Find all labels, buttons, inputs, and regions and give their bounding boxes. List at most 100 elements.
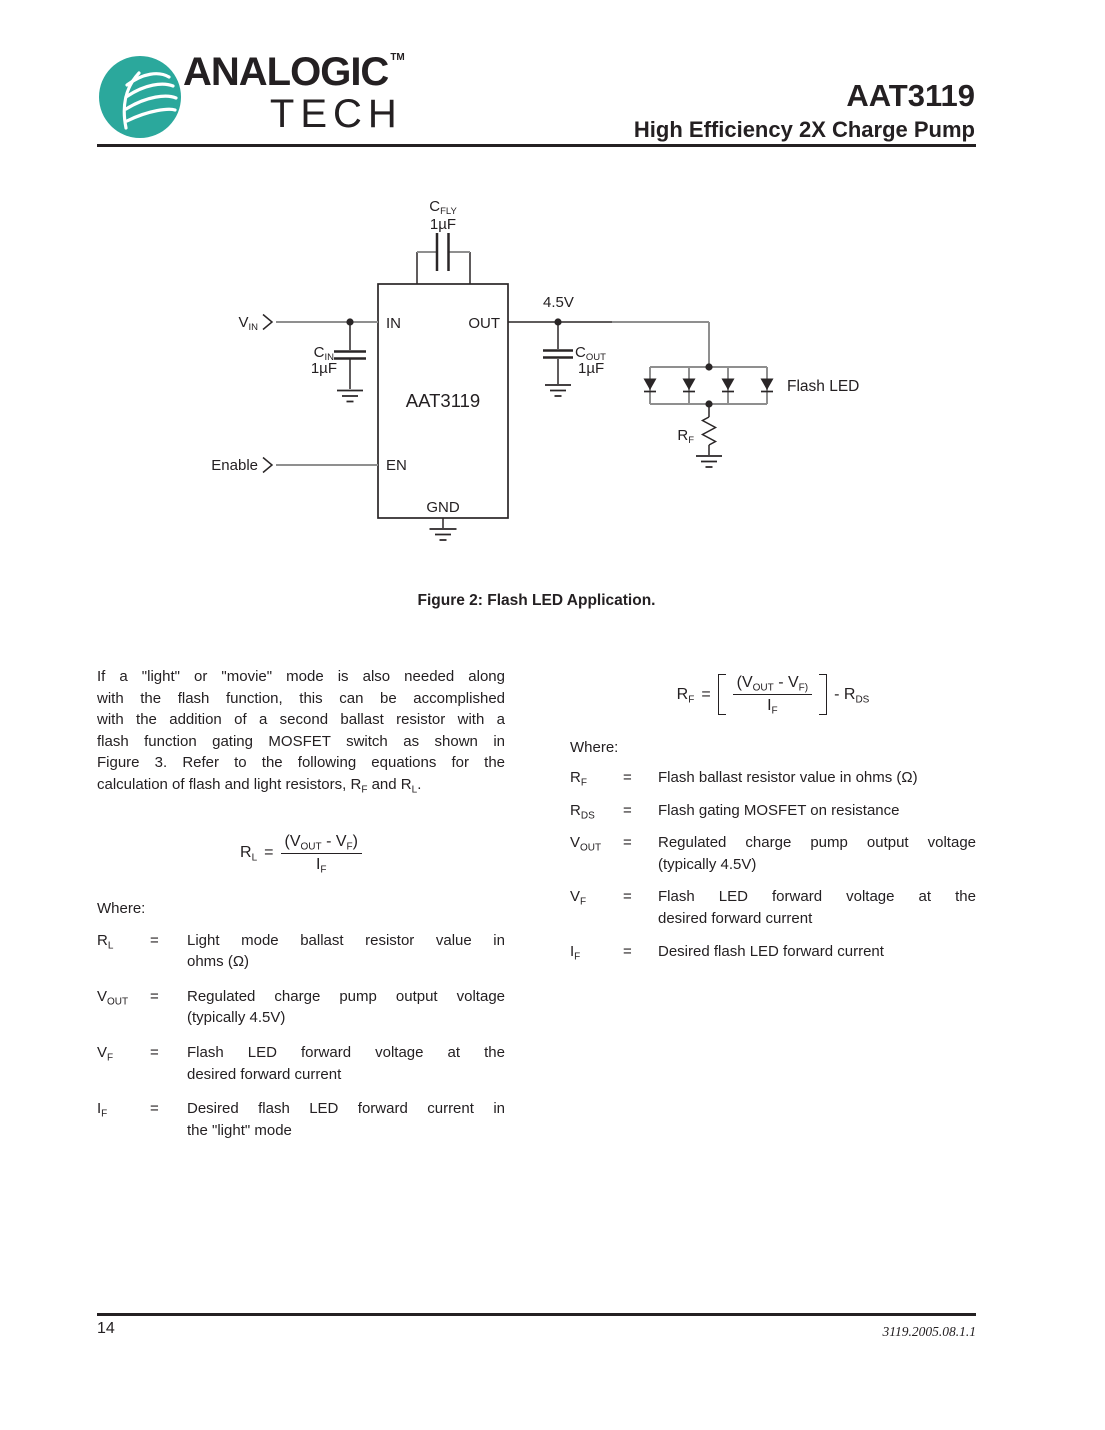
equals-sign: = xyxy=(623,942,632,960)
cfly-value: 1µF xyxy=(430,216,456,233)
definition-item: RDS = Flash gating MOSFET on resistance xyxy=(570,800,976,822)
equals-sign: = xyxy=(623,888,632,906)
ground-icon xyxy=(429,528,457,541)
part-number: AAT3119 xyxy=(846,78,975,113)
equation-lhs: RL xyxy=(240,844,258,864)
gnd-ground xyxy=(429,518,457,541)
right-column: RF = (VOUT - VF) IF - RDS Where: RF = Fl… xyxy=(570,666,976,962)
brand-tech: TECH xyxy=(269,92,403,136)
out-net xyxy=(508,318,710,367)
definition-term: IF xyxy=(97,1100,108,1120)
document-subtitle: High Efficiency 2X Charge Pump xyxy=(633,116,975,142)
where-label: Where: xyxy=(97,899,146,917)
brand-top-text: ANALOGIC xyxy=(183,50,389,94)
paragraph-line: calculation of flash and light resistors… xyxy=(97,775,422,796)
figure-caption: Figure 2: Flash LED Application. xyxy=(417,592,656,609)
cin-value: 1µF xyxy=(311,360,337,377)
cout-value: 1µF xyxy=(578,360,604,377)
pin-gnd-label: GND xyxy=(426,499,460,516)
led-diode-icon xyxy=(643,378,774,393)
ground-icon xyxy=(545,384,571,397)
footer-rule xyxy=(97,1313,976,1316)
definition-item: IF = Desired flash LED forward current i… xyxy=(97,1098,505,1141)
paragraph-line: with the addition of a second ballast re… xyxy=(97,711,505,729)
rf-equation: RF = (VOUT - VF) IF - RDS xyxy=(570,674,976,717)
header-rule xyxy=(97,144,976,147)
definition-desc: Flash ballast resistor value in ohms (Ω) xyxy=(658,769,918,786)
page-number: 14 xyxy=(97,1320,115,1337)
definition-term: VOUT xyxy=(97,987,129,1008)
definition-term: VF xyxy=(97,1043,114,1064)
analogictech-logo xyxy=(99,56,181,138)
paragraph-line: with the flash function, this can be acc… xyxy=(97,689,505,707)
pin-out-label: OUT xyxy=(468,315,500,332)
rf-resistor xyxy=(696,404,722,468)
definition-term: RDS xyxy=(570,801,595,822)
numerator: (VOUT - VF) xyxy=(732,674,813,695)
ic-label: AAT3119 xyxy=(406,390,480,411)
definition-desc: Regulated charge pump output voltage(typ… xyxy=(658,834,976,873)
cfly-capacitor xyxy=(416,233,471,284)
enable-label: Enable xyxy=(211,457,258,474)
equals-sign: = xyxy=(623,801,632,819)
vin-chevron-icon xyxy=(262,313,274,331)
right-bracket xyxy=(819,674,828,715)
paragraph-line: flash function gating MOSFET switch as s… xyxy=(97,732,505,750)
numerator: (VOUT - VF) xyxy=(280,833,362,854)
cin-label: CIN xyxy=(314,344,334,363)
cout-capacitor xyxy=(543,322,573,397)
cin-capacitor xyxy=(334,322,366,403)
fraction: (VOUT - VF) IF xyxy=(732,674,813,717)
definition-item: VOUT = Regulated charge pump output volt… xyxy=(97,986,505,1029)
definition-term: VF xyxy=(570,888,587,908)
cout-label: COUT xyxy=(575,344,606,363)
resistor-zigzag-icon xyxy=(700,416,718,446)
pin-in-label: IN xyxy=(386,315,401,332)
rail-voltage-label: 4.5V xyxy=(543,294,574,311)
definition-term: RL xyxy=(97,931,114,952)
logo-circle xyxy=(99,56,181,138)
ground-icon xyxy=(337,389,363,403)
trademark-symbol: TM xyxy=(390,52,405,63)
definition-desc: Regulated charge pump output voltage(typ… xyxy=(187,987,505,1027)
circuit-diagram: CFLY 1µF IN OUT EN GND AAT3119 VIN CIN 1… xyxy=(211,198,859,541)
definition-term: RF xyxy=(570,769,587,789)
definition-term: IF xyxy=(570,942,581,963)
equation-tail: - RDS xyxy=(834,685,870,705)
left-column: If a "light" or "movie" mode is also nee… xyxy=(97,666,505,1141)
definition-item: IF = Desired flash LED forward current xyxy=(570,941,976,963)
equals-sign: = xyxy=(150,1100,159,1118)
enable-chevron-icon xyxy=(262,456,274,474)
flash-led-array xyxy=(643,363,774,408)
definition-item: RL = Light mode ballast resistor value i… xyxy=(97,930,505,973)
where-label: Where: xyxy=(570,739,619,756)
equals-sign: = xyxy=(150,931,159,949)
equals-sign: = xyxy=(150,1043,159,1061)
fraction: (VOUT - VF) IF xyxy=(280,833,362,876)
equals-sign: = xyxy=(264,844,274,862)
equals-sign: = xyxy=(623,834,632,852)
cfly-label: CFLY xyxy=(429,198,457,217)
logo-leaf-icon xyxy=(122,71,178,130)
pin-en-label: EN xyxy=(386,457,407,474)
definition-term: VOUT xyxy=(570,834,602,854)
ground-icon xyxy=(696,455,722,468)
equals-sign: = xyxy=(623,769,632,786)
denominator: IF xyxy=(767,697,778,717)
definition-item: VOUT = Regulated charge pump output volt… xyxy=(570,832,976,875)
equation-lhs: RF xyxy=(676,685,695,705)
rf-label: RF xyxy=(677,427,694,446)
document-code: 3119.2005.08.1.1 xyxy=(882,1324,977,1339)
denominator: IF xyxy=(315,855,327,876)
rl-equation: RL = (VOUT - VF) IF xyxy=(97,833,505,876)
definition-desc: Desired flash LED forward current xyxy=(658,942,884,960)
paragraph-line: If a "light" or "movie" mode is also nee… xyxy=(97,668,505,685)
